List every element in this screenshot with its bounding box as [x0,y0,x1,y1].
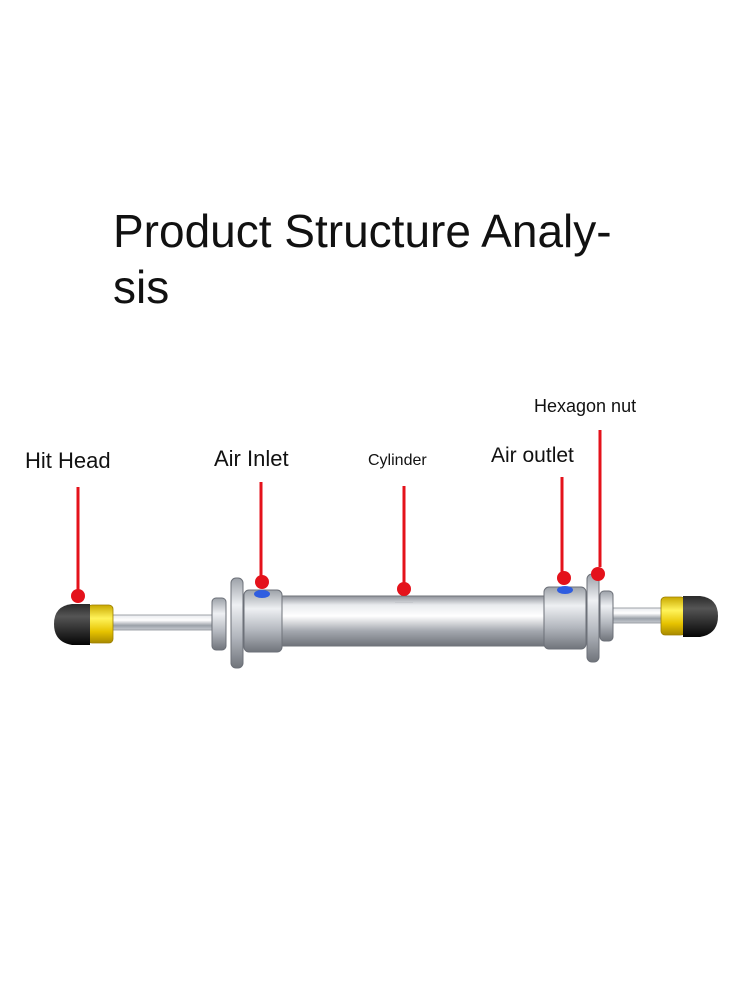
pointer-cylinder [397,486,411,596]
left-end-cap [211,577,283,669]
pointer-hit-head [71,487,85,603]
pointer-hexagon-nut [591,430,605,581]
label-air-inlet: Air Inlet [214,446,289,471]
cylinder-tube [281,595,545,647]
tube-engraving: ········· [395,600,413,606]
label-hexagon-nut: Hexagon nut [534,396,637,416]
label-cylinder: Cylinder [368,452,427,469]
pointer-air-outlet [557,477,571,585]
label-hit-head: Hit Head [25,448,111,473]
left-piston-rod [103,614,220,631]
right-hit-head [660,596,718,637]
label-air-outlet: Air outlet [491,444,574,467]
page-title: Product Structure Analy- sis [113,205,612,313]
pointer-air-inlet [255,482,269,589]
right-end-cap [543,573,614,663]
left-hit-head [54,604,114,645]
